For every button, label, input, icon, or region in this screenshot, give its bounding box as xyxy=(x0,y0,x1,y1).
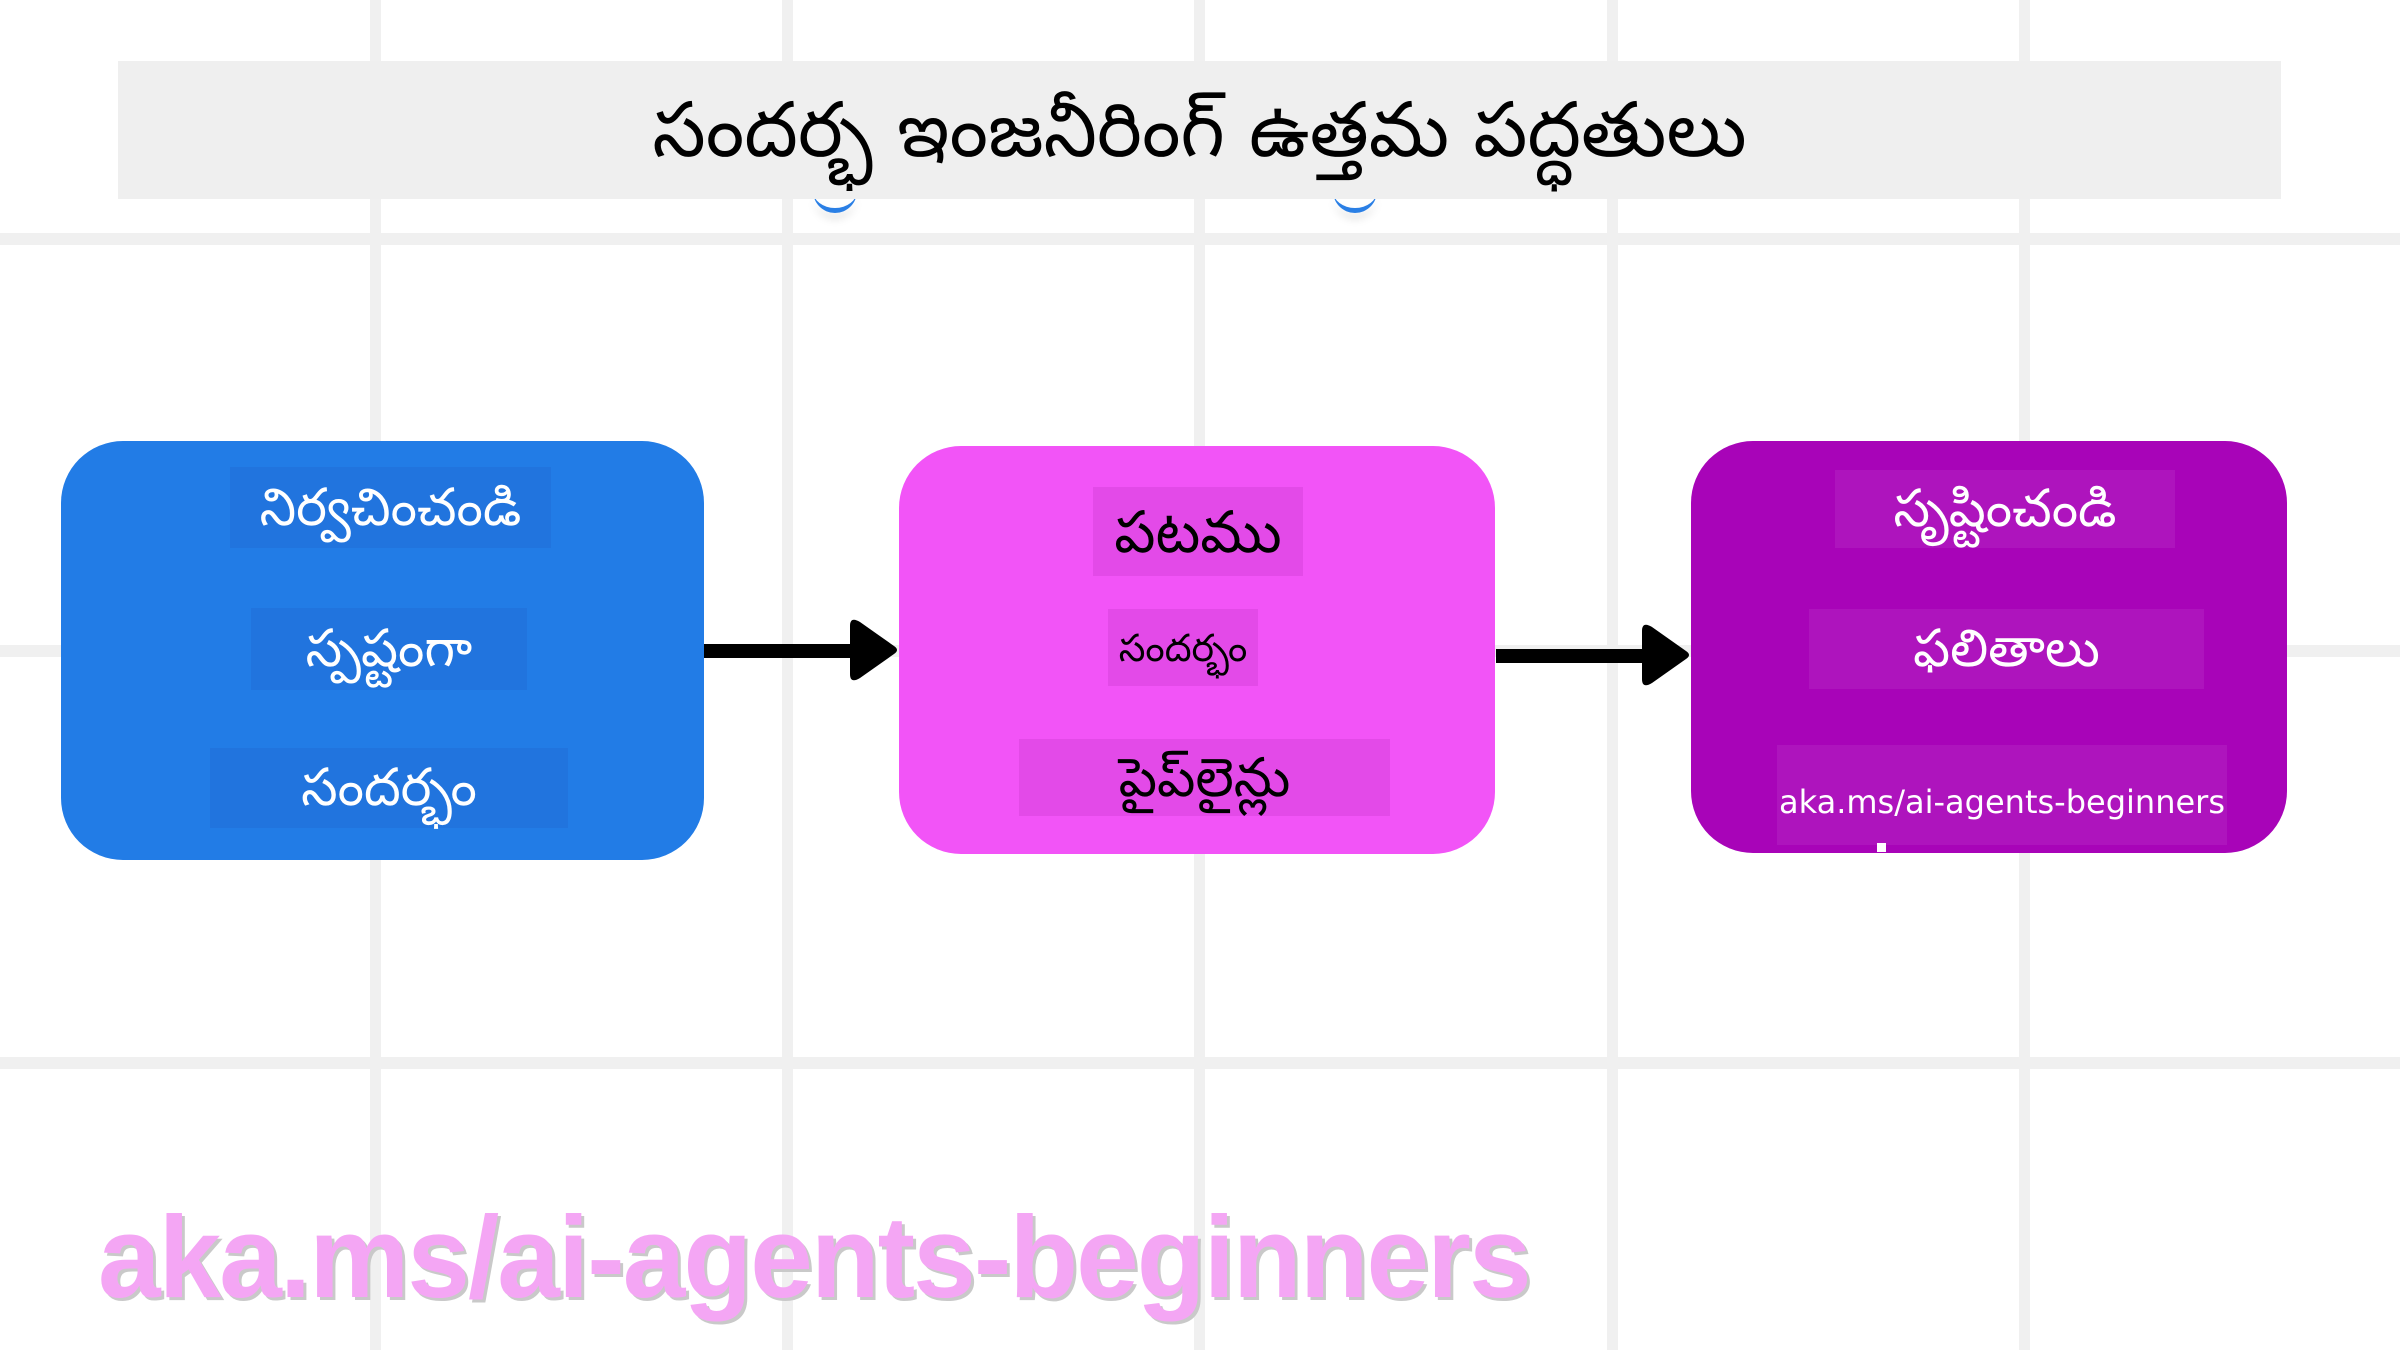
arrow-right-icon xyxy=(1496,624,1689,686)
step-map-line-1: పటము xyxy=(1093,487,1303,576)
grid-line xyxy=(1607,0,1618,1350)
decorative-arc-icon xyxy=(1333,186,1377,213)
url-text[interactable]: aka.ms/ai-agents-beginners xyxy=(1779,783,2225,821)
label-text: సృష్టించండి xyxy=(1893,479,2117,539)
label-text: ఫలితాలు xyxy=(1913,619,2100,679)
grid-line xyxy=(0,233,2400,245)
step-create-line-1: సృష్టించండి xyxy=(1835,470,2175,548)
grid-line xyxy=(782,0,793,1350)
step-map-line-2: సందర్భం xyxy=(1108,609,1258,686)
label-text: సందర్భం xyxy=(1118,625,1248,670)
step-create-line-2: ఫలితాలు xyxy=(1809,609,2204,689)
footer-url-link[interactable]: aka.ms/ai-agents-beginners xyxy=(98,1192,1532,1322)
decorative-mark xyxy=(1877,843,1886,852)
step-define-line-2: స్పష్టంగా xyxy=(251,608,527,690)
label-text: పైప్‌లైన్లు xyxy=(1118,745,1291,809)
label-text: స్పష్టంగా xyxy=(305,619,473,679)
step-create-url-link[interactable]: aka.ms/ai-agents-beginners xyxy=(1777,745,2227,845)
step-define-line-1: నిర్వచించండి xyxy=(230,467,551,548)
diagram-title: సందర్భ ఇంజనీరింగ్ ఉత్తమ పద్ధతులు xyxy=(652,85,1747,174)
title-banner: సందర్భ ఇంజనీరింగ్ ఉత్తమ పద్ధతులు xyxy=(118,61,2281,199)
arrow-right-icon xyxy=(704,619,897,681)
label-text: పటము xyxy=(1114,497,1282,566)
step-map-line-3: పైప్‌లైన్లు xyxy=(1019,739,1390,816)
label-text: నిర్వచించండి xyxy=(259,477,522,538)
decorative-arc-icon xyxy=(813,186,857,213)
step-define-line-3: సందర్భం xyxy=(210,748,568,828)
label-text: సందర్భం xyxy=(301,758,477,818)
grid-line xyxy=(0,1057,2400,1069)
